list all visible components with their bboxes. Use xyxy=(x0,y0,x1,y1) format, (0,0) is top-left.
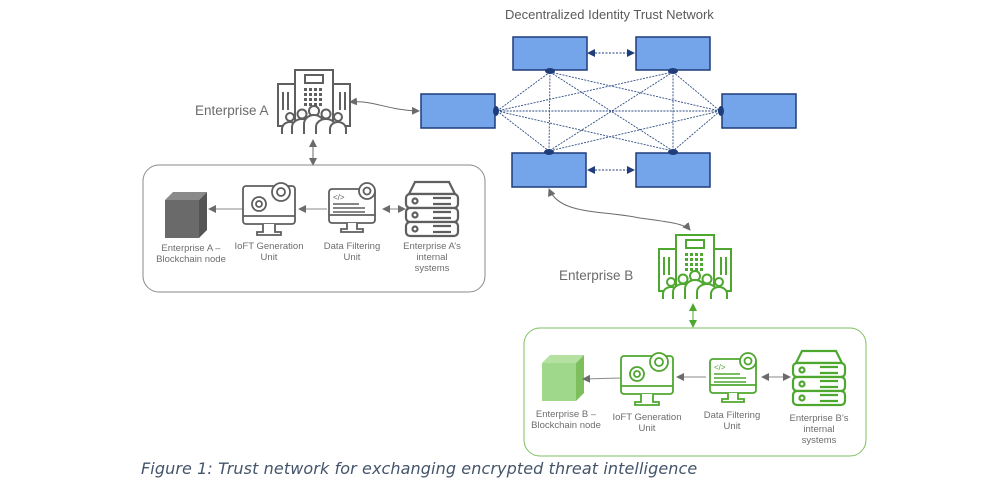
mesh-link xyxy=(496,110,550,152)
connector-dots xyxy=(493,68,724,155)
mesh-link xyxy=(672,71,721,112)
network-title: Decentralized Identity Trust Network xyxy=(505,7,714,22)
mesh-link xyxy=(548,110,721,152)
figure-caption: Figure 1: Trust network for exchanging e… xyxy=(141,459,698,478)
enterprise-b-label: Enterprise B xyxy=(559,268,634,283)
enterprise-b-ioft-generation-label: IoFT Generation Unit xyxy=(612,412,682,434)
enterprise-b-data-filtering-icon: </> xyxy=(709,352,757,403)
enterprise-a-ioft-generation-icon xyxy=(242,182,296,236)
enterprise-b-data-filtering-label: Data Filtering Unit xyxy=(703,410,761,432)
svg-text:</>: </> xyxy=(333,193,345,202)
enterprise-a-internal-systems-label: Enterprise A’s internal systems xyxy=(403,241,461,274)
enterprise-a-building-icon xyxy=(277,69,351,134)
arrow-b-ioft-to-blockchain xyxy=(582,374,622,383)
enterprise-b-blockchain-node-label: Enterprise B – Blockchain node xyxy=(531,409,601,431)
mesh-link xyxy=(496,110,674,152)
enterprise-a-data-filtering-icon: </> xyxy=(328,182,376,233)
network-node-top-right[interactable] xyxy=(635,36,711,71)
link-network-enterprise-b xyxy=(548,188,691,231)
enterprise-b-building-icon xyxy=(658,234,732,299)
enterprise-a-internal-systems-icon xyxy=(404,180,460,238)
mesh-link xyxy=(548,71,551,152)
mesh-link xyxy=(496,71,551,112)
enterprise-a-blockchain-node-label: Enterprise A – Blockchain node xyxy=(156,243,226,265)
enterprise-a-container xyxy=(142,164,486,293)
network-node-top-left[interactable] xyxy=(512,36,588,71)
trust-network-links xyxy=(496,71,721,152)
network-node-left[interactable] xyxy=(420,93,496,129)
enterprise-b-container xyxy=(523,327,867,457)
enterprise-a-data-filtering-label: Data Filtering Unit xyxy=(323,241,381,263)
svg-text:</>: </> xyxy=(714,363,726,372)
enterprise-a-blockchain-node-icon xyxy=(165,192,207,238)
link-enterprise-a-network xyxy=(349,97,420,115)
mesh-link xyxy=(549,71,721,112)
enterprise-a-ioft-generation-label: IoFT Generation Unit xyxy=(234,241,304,263)
enterprise-b-blockchain-node-icon xyxy=(542,355,584,401)
network-node-bottom-right[interactable] xyxy=(635,152,711,188)
trust-network-nodes xyxy=(420,36,797,188)
enterprise-b-ioft-generation-icon xyxy=(620,352,674,406)
network-node-bottom-left[interactable] xyxy=(511,152,587,188)
mesh-link xyxy=(549,71,674,152)
mesh-link xyxy=(672,110,721,152)
network-node-right[interactable] xyxy=(721,93,797,129)
mesh-link xyxy=(548,71,674,152)
enterprise-b-internal-systems-label: Enterprise B’s internal systems xyxy=(789,413,849,446)
mesh-link xyxy=(496,71,674,112)
enterprise-b-internal-systems-icon xyxy=(791,349,847,407)
enterprise-a-label: Enterprise A xyxy=(195,103,269,118)
